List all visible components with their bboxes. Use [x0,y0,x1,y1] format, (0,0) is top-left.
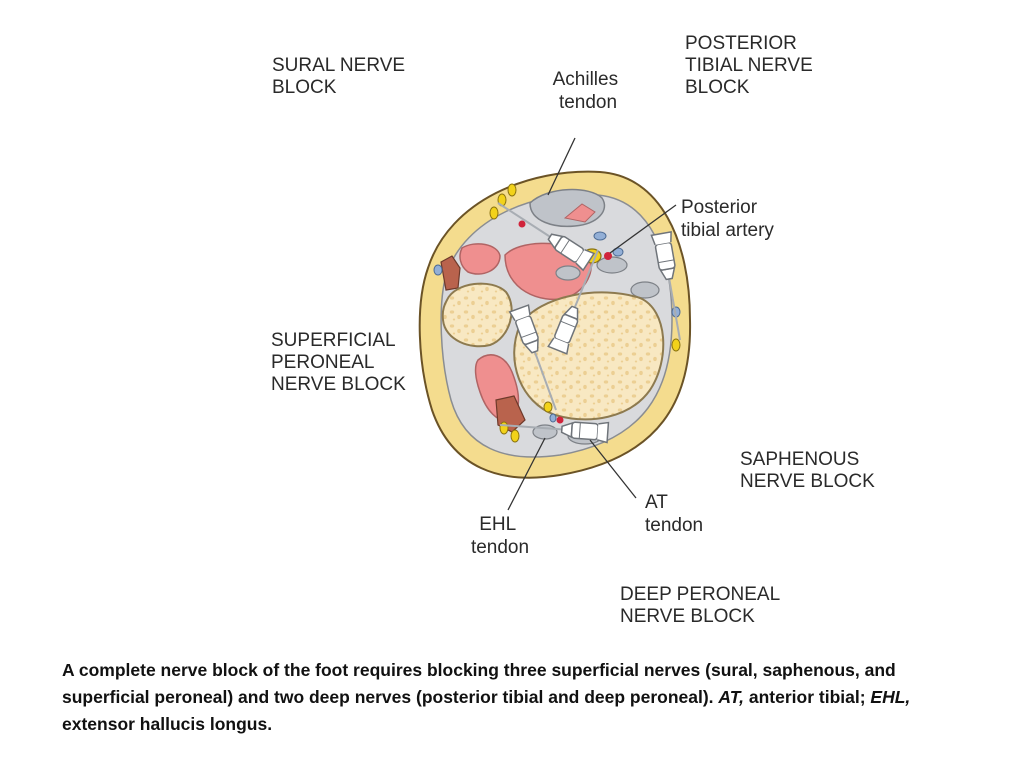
posterior-tibial-label: POSTERIOR TIBIAL NERVE BLOCK [685,33,818,98]
tibia-bone [513,291,665,421]
peroneal-artery [518,220,526,228]
caption-abbr-ehl: EHL, [870,687,911,707]
superficial-peroneal-label: SUPERFICIAL PERONEAL NERVE BLOCK [271,330,406,395]
caption-text-2: anterior tibial; [744,687,871,707]
achilles-label: Achilles tendon [553,69,624,113]
deep-peroneal-nerve [543,401,553,413]
posterior-tendon-2 [596,256,628,274]
vein-2 [612,247,624,257]
sural-label: SURAL NERVE BLOCK [272,55,410,98]
caption-text-1: A complete nerve block of the foot requi… [62,660,896,707]
posterior-tendon-1 [555,265,581,281]
sural-nerve-1 [489,206,499,220]
artery-leader [609,204,677,254]
vein-5 [549,413,557,423]
anterior-tibial-artery [556,416,564,424]
vein-1 [593,231,607,241]
superficial-peroneal-nerve-1 [499,421,509,435]
saphenous-label: SAPHENOUS NERVE BLOCK [740,449,875,492]
at-leader [589,439,637,499]
posterior-tibial-artery [604,252,612,260]
caption-text-3: extensor hallucis longus. [62,714,273,734]
achilles-tendon [529,188,606,228]
posterior-artery-label: Posterior tibial artery [681,197,774,241]
flexor-muscle-small [459,243,501,275]
sural-nerve-3 [507,183,517,197]
at-label: AT tendon [645,492,703,536]
posterior-tendon-3 [630,281,660,299]
vein-3 [433,264,443,276]
achilles-muscle [563,203,596,223]
ehl-label: EHL tendon [471,514,529,558]
saphenous-nerve [671,338,681,352]
peroneal-muscle [440,255,461,291]
caption-abbr-at: AT, [718,687,744,707]
figure-caption: A complete nerve block of the foot requi… [62,657,982,738]
ankle-cross-section-diagram: SURAL NERVE BLOCK Achilles tendon POSTER… [271,33,875,627]
deep-peroneal-label: DEEP PERONEAL NERVE BLOCK [620,584,785,627]
achilles-leader [547,137,576,196]
fibula-bone [441,282,513,348]
superficial-peroneal-nerve-2 [510,429,520,443]
ehl-leader [507,437,546,511]
